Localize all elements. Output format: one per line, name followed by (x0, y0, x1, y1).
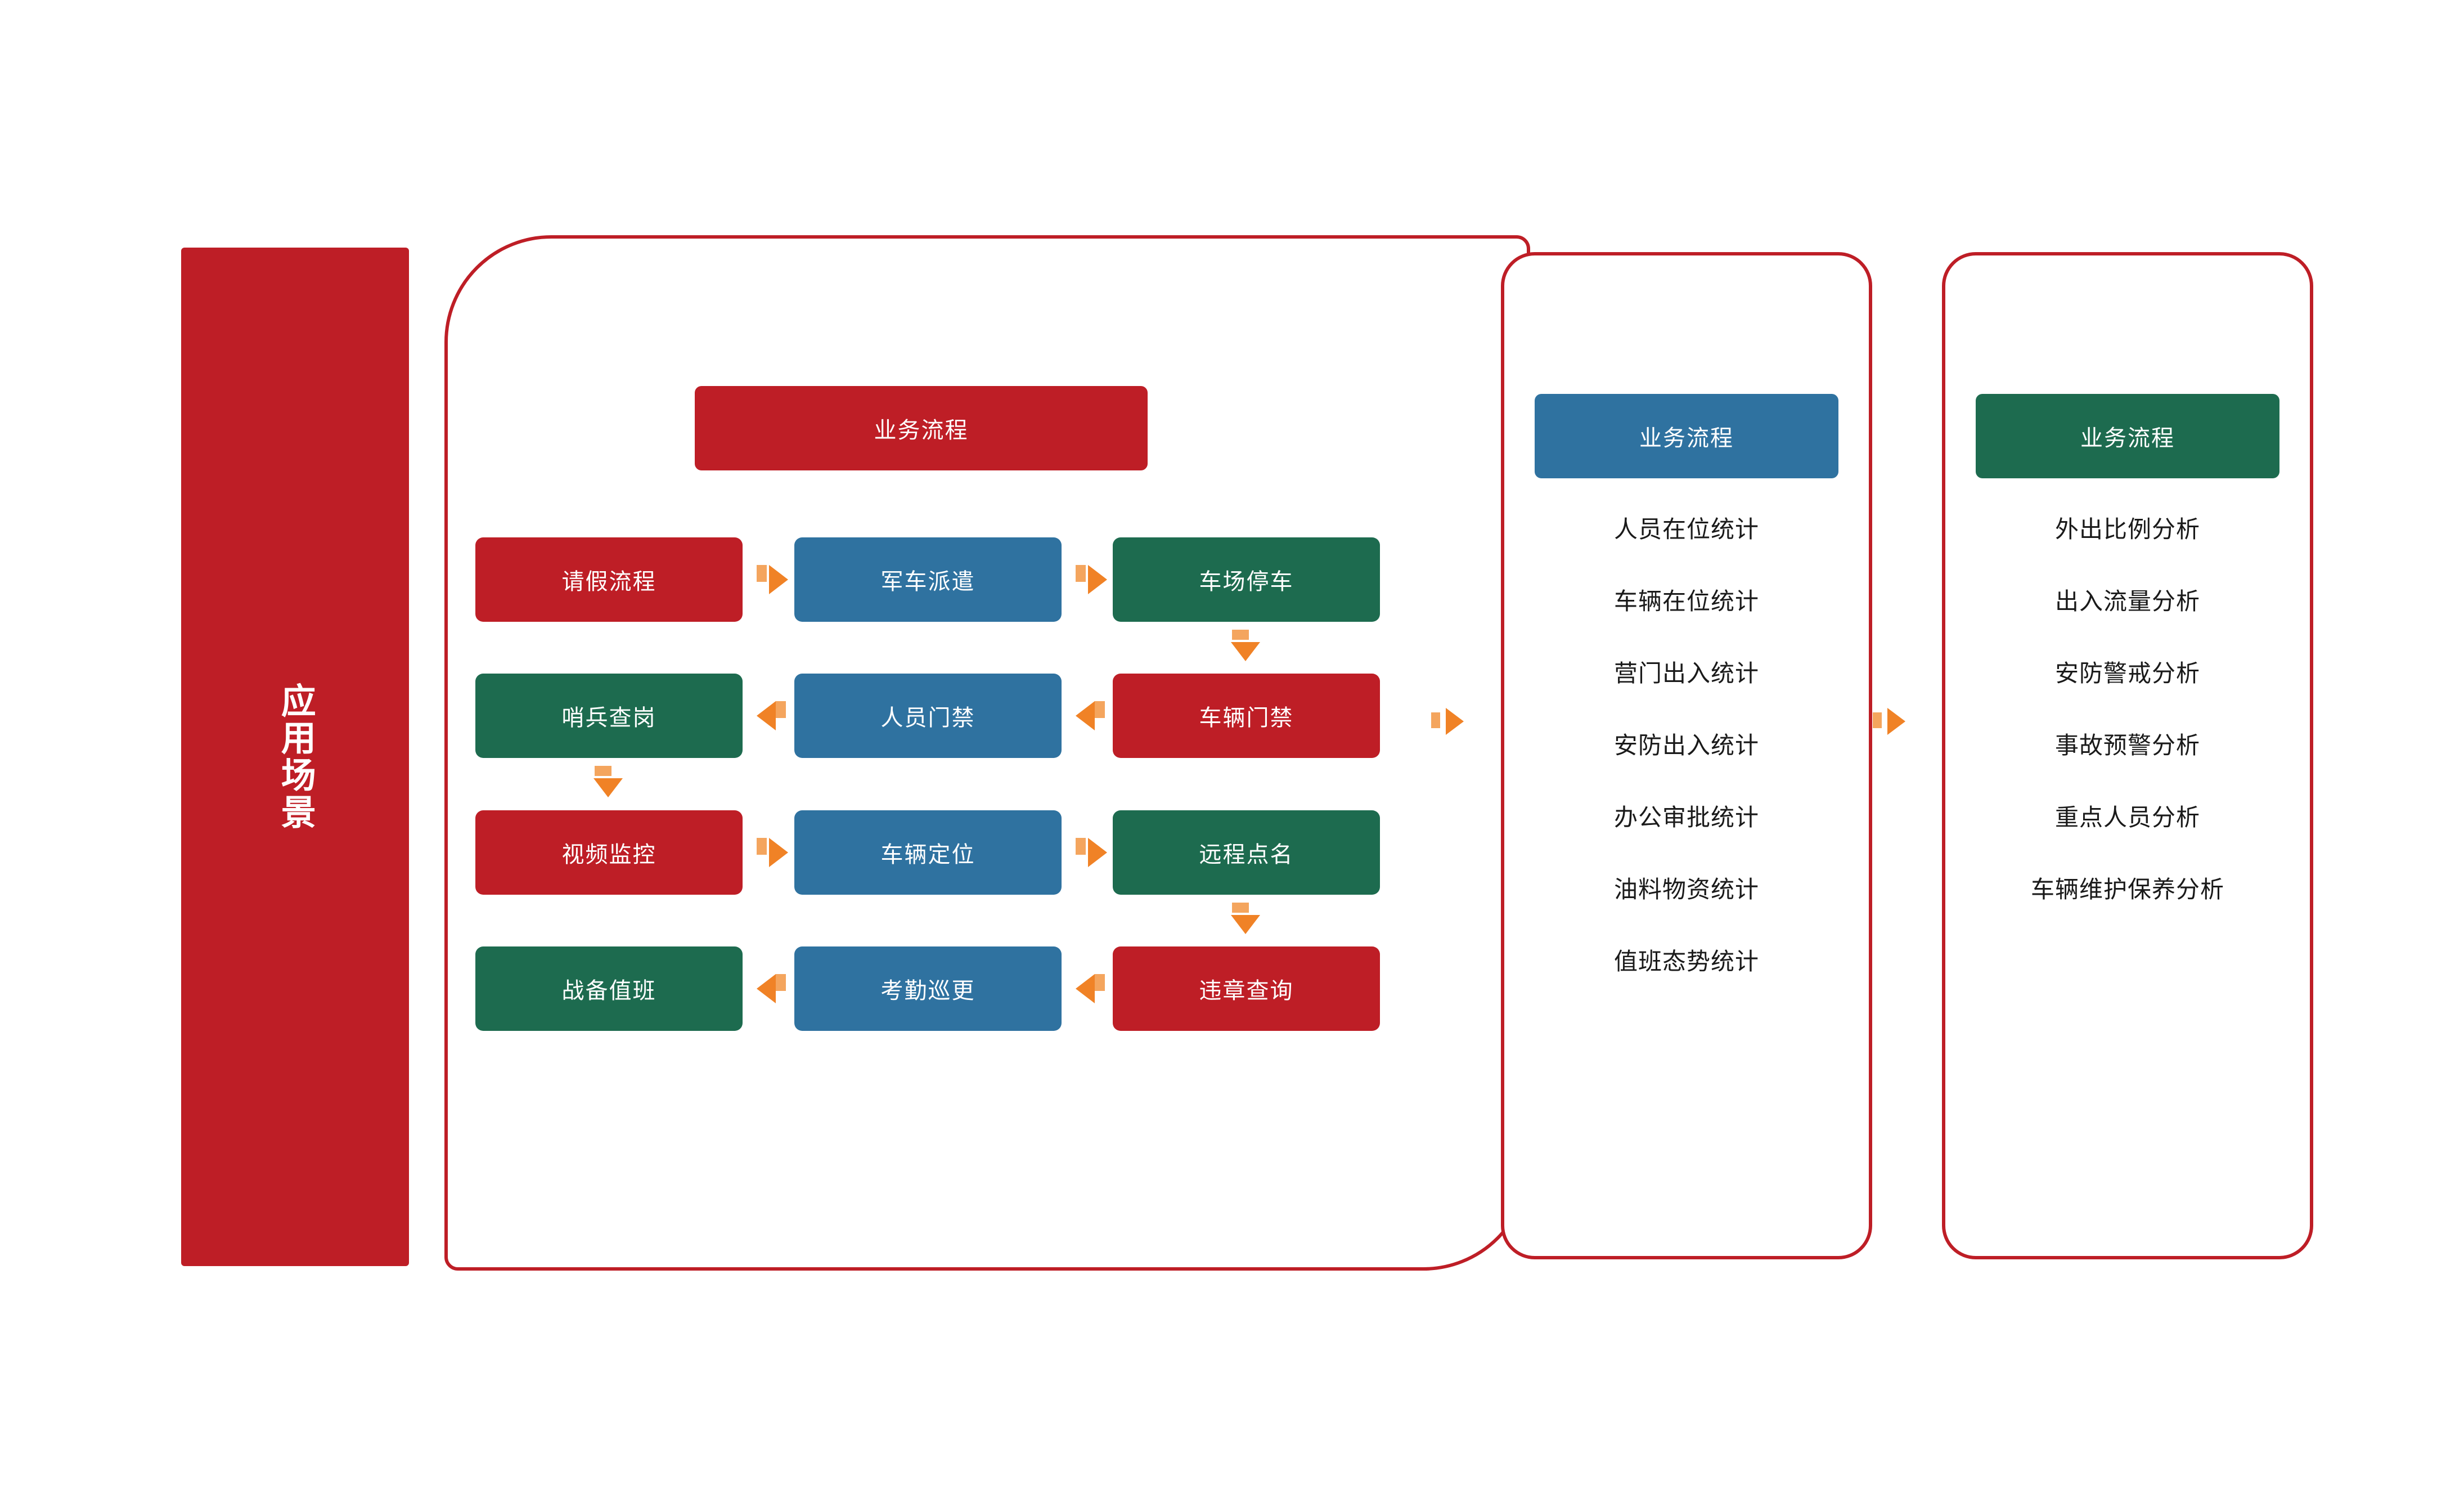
list-item[interactable]: 车辆在位统计 (1613, 587, 1759, 615)
list-item[interactable]: 值班态势统计 (1613, 948, 1759, 975)
heading-analysis: 业务流程 (1976, 394, 2279, 478)
flow-box-sentry-post-check[interactable]: 哨兵查岗 (475, 674, 743, 758)
analysis-list: 外出比例分析 出入流量分析 安防警戒分析 事故预警分析 重点人员分析 车辆维护保… (1942, 518, 2313, 950)
arrow-down-row3-row4 (1231, 915, 1260, 934)
arrow-left-row2-col2-col1 (757, 701, 776, 730)
arrow-tail-row2-col2-col1 (776, 701, 786, 718)
arrow-right-flow-to-stats (1446, 708, 1464, 735)
flow-box-violation-query[interactable]: 违章查询 (1113, 946, 1380, 1031)
arrow-left-row2-col3-col2 (1076, 701, 1095, 730)
flow-box-personnel-access-control[interactable]: 人员门禁 (794, 674, 1062, 758)
arrow-down-row1-row2 (1231, 642, 1260, 661)
flow-box-vehicle-positioning[interactable]: 车辆定位 (794, 810, 1062, 895)
flow-box-military-vehicle-dispatch[interactable]: 军车派遣 (794, 537, 1062, 622)
application-scenario-label: 应用场景 (275, 683, 316, 831)
flow-box-remote-roll-call[interactable]: 远程点名 (1113, 810, 1380, 895)
list-item[interactable]: 营门出入统计 (1613, 659, 1759, 687)
arrow-tail-row3-col2-col3 (1076, 838, 1086, 855)
arrow-left-row4-col2-col1 (757, 974, 776, 1003)
arrow-right-row1-col1-col2 (769, 565, 788, 594)
arrow-tail-row1-col1-col2 (757, 565, 767, 582)
arrow-tail-row2-row3 (595, 766, 611, 776)
arrow-tail-row3-col1-col2 (757, 838, 767, 855)
arrow-right-row3-col2-col3 (1088, 838, 1107, 867)
flow-box-combat-readiness-duty[interactable]: 战备值班 (475, 946, 743, 1031)
arrow-tail-row4-col3-col2 (1095, 974, 1105, 991)
flow-box-parking-lot-parking[interactable]: 车场停车 (1113, 537, 1380, 622)
list-item[interactable]: 重点人员分析 (2054, 804, 2200, 831)
flow-box-video-surveillance[interactable]: 视频监控 (475, 810, 743, 895)
application-scenario-banner: 应用场景 (181, 248, 409, 1266)
arrow-left-row4-col3-col2 (1076, 974, 1095, 1003)
statistics-list: 人员在位统计 车辆在位统计 营门出入统计 安防出入统计 办公审批统计 油料物资统… (1501, 518, 1872, 1022)
list-item[interactable]: 车辆维护保养分析 (2030, 876, 2224, 903)
flow-box-attendance-patrol[interactable]: 考勤巡更 (794, 946, 1062, 1031)
flow-box-leave-process[interactable]: 请假流程 (475, 537, 743, 622)
list-item[interactable]: 人员在位统计 (1613, 515, 1759, 543)
list-item[interactable]: 事故预警分析 (2054, 732, 2200, 759)
list-item[interactable]: 出入流量分析 (2054, 587, 2200, 615)
flow-box-vehicle-access-control[interactable]: 车辆门禁 (1113, 674, 1380, 758)
arrow-right-row1-col2-col3 (1088, 565, 1107, 594)
arrow-right-row3-col1-col2 (769, 838, 788, 867)
arrow-right-stats-to-analysis (1887, 708, 1905, 735)
list-item[interactable]: 安防警戒分析 (2054, 659, 2200, 687)
arrow-tail-flow-to-stats (1431, 712, 1440, 728)
arrow-tail-stats-to-analysis (1873, 712, 1882, 728)
arrow-tail-row2-col3-col2 (1095, 701, 1105, 718)
heading-statistics: 业务流程 (1535, 394, 1838, 478)
arrow-tail-row3-row4 (1232, 903, 1249, 913)
heading-business-flow: 业务流程 (695, 386, 1148, 470)
list-item[interactable]: 外出比例分析 (2054, 515, 2200, 543)
arrow-tail-row1-row2 (1232, 630, 1249, 640)
list-item[interactable]: 油料物资统计 (1613, 876, 1759, 903)
list-item[interactable]: 安防出入统计 (1613, 732, 1759, 759)
list-item[interactable]: 办公审批统计 (1613, 804, 1759, 831)
arrow-tail-row1-col2-col3 (1076, 565, 1086, 582)
arrow-tail-row4-col2-col1 (776, 974, 786, 991)
arrow-down-row2-row3 (593, 778, 623, 797)
